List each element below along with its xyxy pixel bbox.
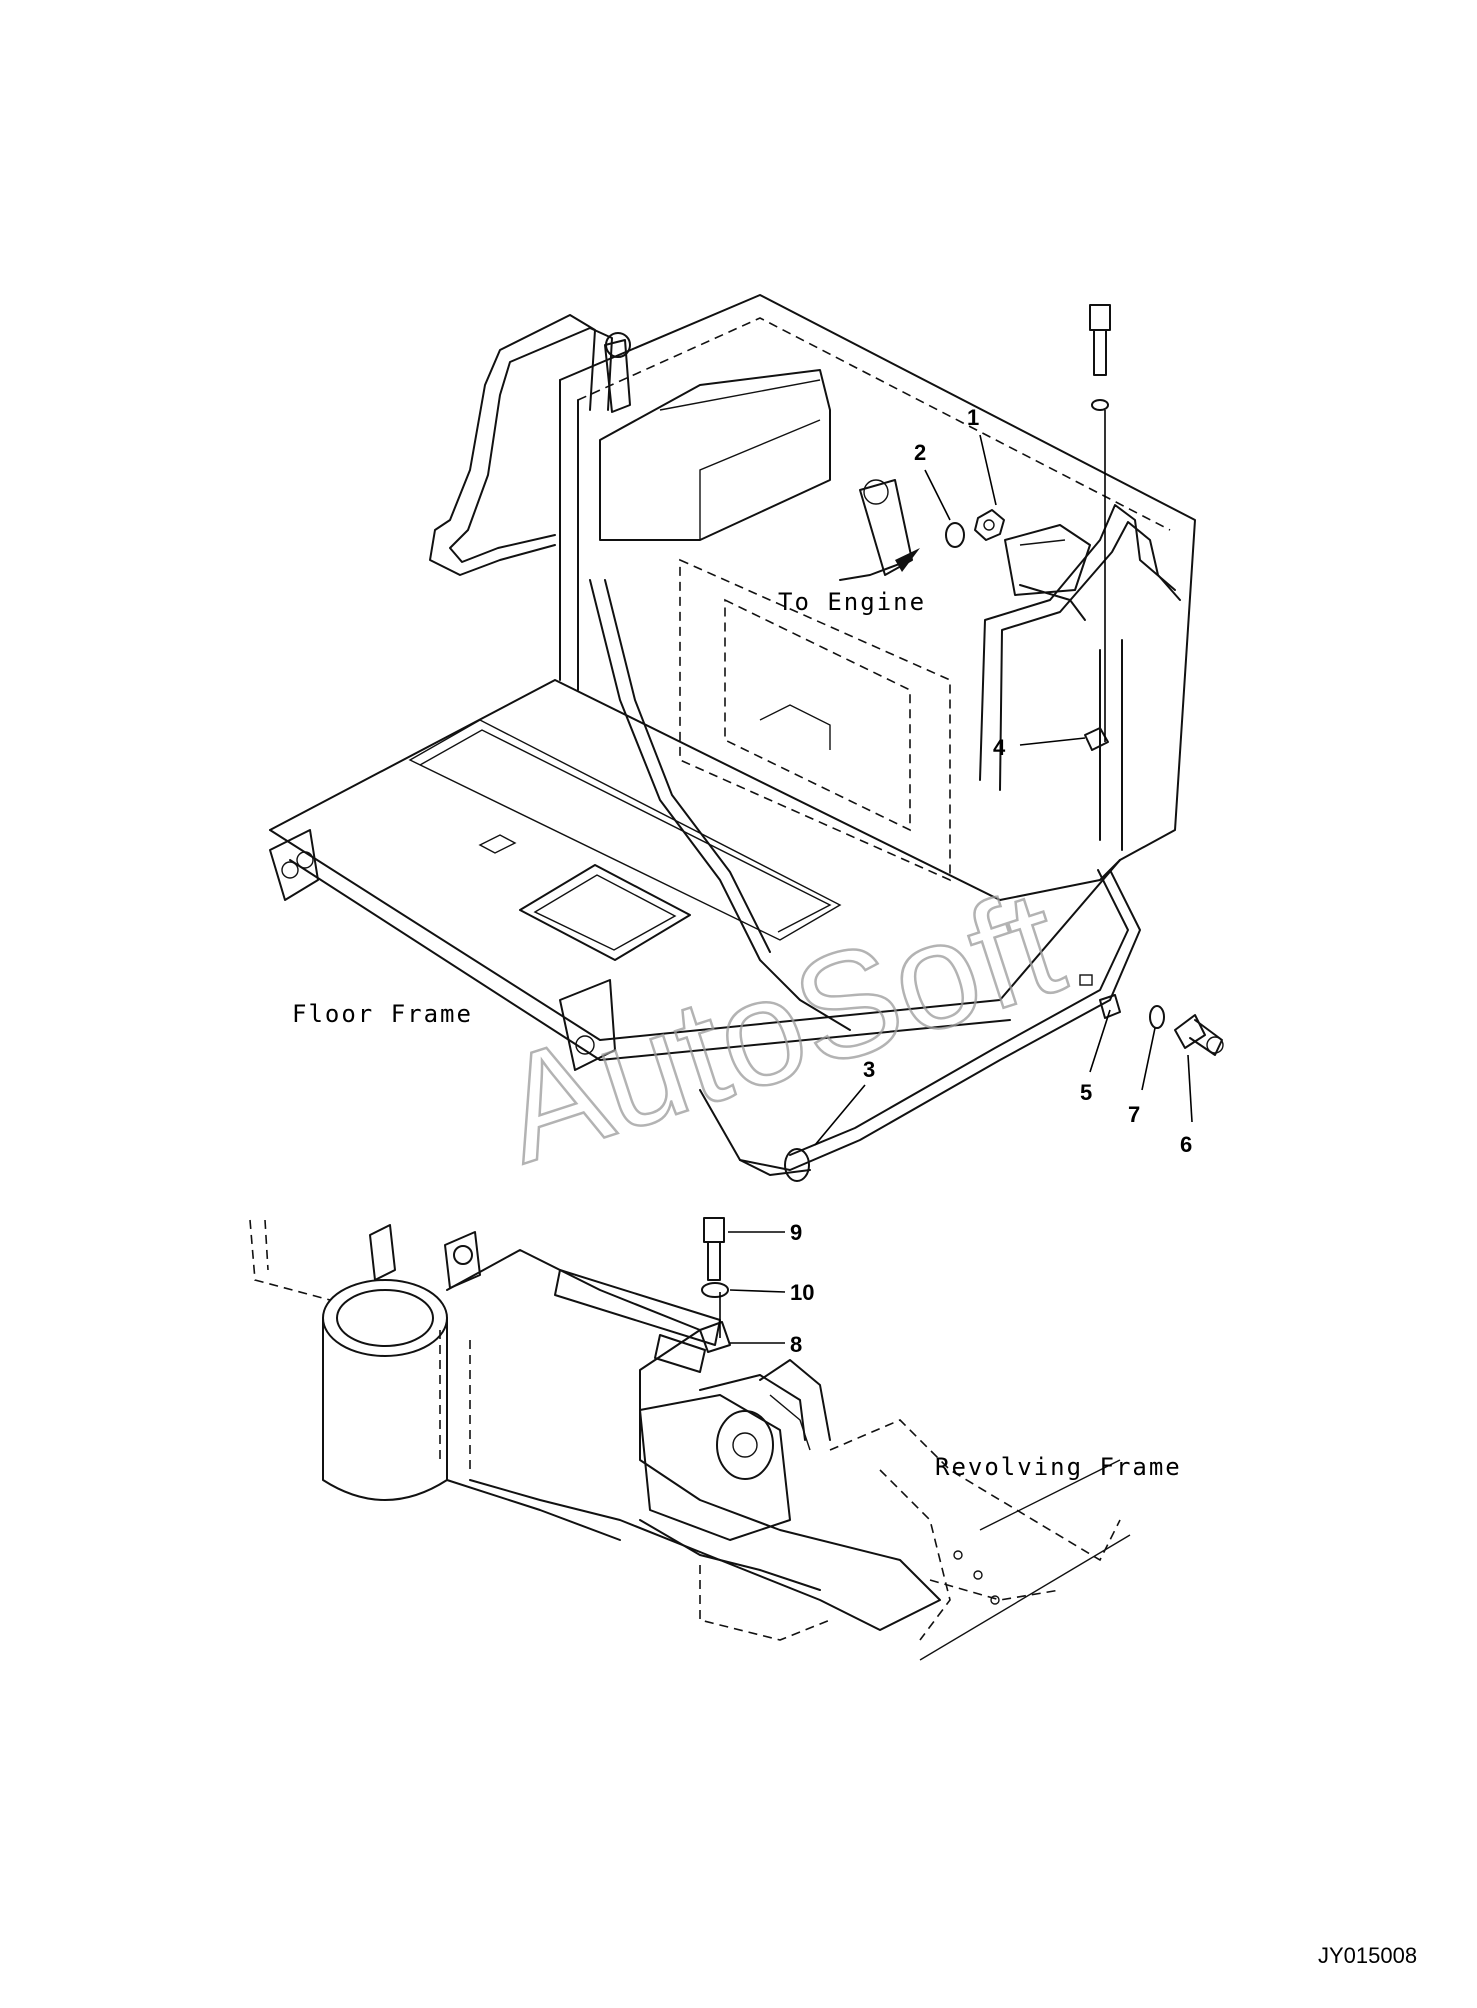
clamp-part-lower [1099,994,1121,1019]
label-to-engine: To Engine [778,588,926,616]
callout-7: 7 [1128,1102,1140,1127]
clamp-part [1084,727,1109,751]
floor-frame-drawing [269,294,1196,1182]
callout-2: 2 [914,440,926,465]
callout-4: 4 [993,735,1006,760]
label-revolving-frame: Revolving Frame [935,1453,1182,1481]
exploded-parts [945,304,1224,1056]
clamp-part-8 [699,1321,731,1353]
callout-9: 9 [790,1220,802,1245]
callout-1: 1 [967,405,979,430]
watermark: AutoSoft [481,857,1080,1195]
washer-part-7 [1149,1005,1165,1029]
bolt-part-9 [703,1217,725,1243]
washer-part-10 [701,1282,729,1298]
drawing-code: JY015008 [1318,1943,1417,1968]
washer-part [945,522,965,548]
callout-10: 10 [790,1280,814,1305]
callout-3: 3 [863,1057,875,1082]
callout-5: 5 [1080,1080,1092,1105]
nut-part [974,509,1005,541]
callout-8: 8 [790,1332,802,1357]
callout-6: 6 [1180,1132,1192,1157]
callout-numbers: 1 2 3 4 5 6 7 8 9 10 [790,405,1192,1357]
label-floor-frame: Floor Frame [292,1000,473,1028]
revolving-frame-drawing [249,1217,1131,1661]
leader-lines [719,410,1193,1344]
